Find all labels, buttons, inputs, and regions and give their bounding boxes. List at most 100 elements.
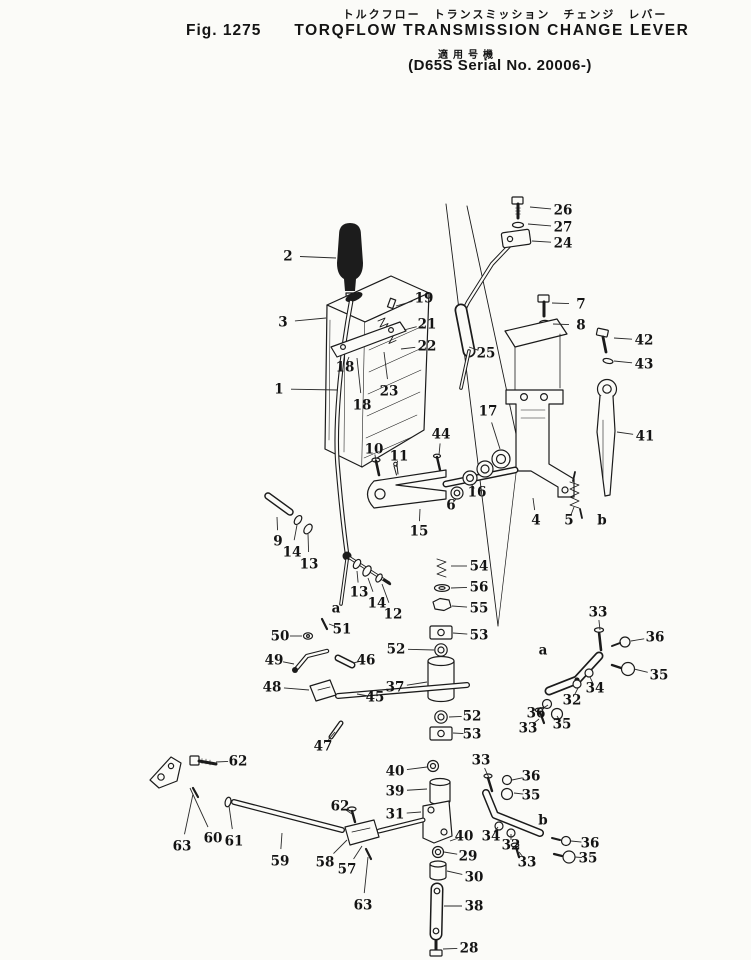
callout-35: 35 xyxy=(553,717,572,733)
callout-52: 52 xyxy=(463,709,482,725)
callout-35: 35 xyxy=(522,788,541,804)
parts-9-13-14-pin-and-washers xyxy=(264,492,313,535)
callout-25: 25 xyxy=(477,346,496,362)
callout-22: 22 xyxy=(418,339,437,355)
parts-lower-bellcrank-b xyxy=(482,773,576,864)
callout-2: 2 xyxy=(283,249,292,265)
parts-60-63-anchor-bracket xyxy=(149,755,232,808)
leader-line-63 xyxy=(184,793,194,835)
leader-line-26 xyxy=(529,206,552,210)
leader-line-34 xyxy=(493,826,499,833)
leader-line-1 xyxy=(290,388,339,391)
leader-line-36 xyxy=(541,704,549,710)
callout-32: 32 xyxy=(502,838,521,854)
leader-line-45 xyxy=(356,693,367,697)
leader-line-9 xyxy=(276,516,278,531)
leader-line-61 xyxy=(228,805,233,830)
callout-33: 33 xyxy=(518,855,537,871)
figure-number: Fig. 1275 xyxy=(186,22,262,39)
part-28-bolt xyxy=(429,939,443,957)
parts-15-10-11-yoke xyxy=(366,457,519,509)
leader-line-24 xyxy=(531,240,552,243)
callout-47: 47 xyxy=(314,739,333,755)
leader-line-36 xyxy=(570,840,582,843)
parts-7-8-mounting-bolt xyxy=(504,294,568,391)
leader-line-12 xyxy=(381,583,390,603)
leader-line-40 xyxy=(406,766,428,770)
callout-9: 9 xyxy=(273,534,282,550)
callout-63: 63 xyxy=(354,898,373,914)
callout-50: 50 xyxy=(271,629,290,645)
leader-line-36 xyxy=(630,638,645,642)
callout-34: 34 xyxy=(482,829,501,845)
parts-12-13-14-washers xyxy=(352,558,392,586)
leader-line-46 xyxy=(352,660,361,664)
leader-line-39 xyxy=(406,788,428,791)
leader-line-35 xyxy=(556,715,561,721)
callout-63: 63 xyxy=(173,839,192,855)
leader-line-63 xyxy=(363,856,369,894)
callout-45: 45 xyxy=(366,690,385,706)
callout-26: 26 xyxy=(554,203,573,219)
callout-29: 29 xyxy=(459,849,478,865)
callout-36: 36 xyxy=(527,706,546,722)
callout-1: 1 xyxy=(274,382,283,398)
parts-26-27-bolt-washer xyxy=(511,196,525,229)
callout-15: 15 xyxy=(410,524,429,540)
parts-6-16-17-44-bushings xyxy=(432,449,511,500)
figure-title-english: TORQFLOW TRANSMISSION CHANGE LEVER xyxy=(294,22,690,39)
leader-line-17 xyxy=(491,422,501,450)
callout-36: 36 xyxy=(646,630,665,646)
parts-59-57-58-rod-clevis xyxy=(231,799,380,861)
leader-line-5 xyxy=(570,506,575,515)
callout-19: 19 xyxy=(415,291,434,307)
leader-line-28 xyxy=(442,948,458,950)
callout-10: 10 xyxy=(365,442,384,458)
callout-56: 56 xyxy=(470,580,489,596)
parts-18-23-plate xyxy=(330,321,407,358)
callout-31: 31 xyxy=(386,807,405,823)
leader-line-62 xyxy=(345,809,353,815)
parts-29-30-joint xyxy=(429,845,447,881)
leader-line-56 xyxy=(450,586,468,589)
leader-line-60 xyxy=(189,787,209,828)
leader-line-19 xyxy=(395,300,413,307)
leader-line-36 xyxy=(511,777,523,781)
leader-line-23 xyxy=(383,351,388,380)
callout-33: 33 xyxy=(519,721,538,737)
leader-line-18 xyxy=(346,356,350,363)
leader-line-8 xyxy=(552,323,570,326)
callout-59: 59 xyxy=(271,854,290,870)
callout-55: 55 xyxy=(470,601,489,617)
serial-label-japanese: 適用号機 xyxy=(438,50,498,61)
callout-6: 6 xyxy=(446,498,455,514)
callout-24: 24 xyxy=(554,236,573,252)
leader-line-33 xyxy=(518,851,524,858)
leader-line-35 xyxy=(574,856,583,858)
leader-line-22 xyxy=(400,346,416,350)
leader-line-30 xyxy=(446,870,463,875)
callout-36: 36 xyxy=(522,769,541,785)
callout-30: 30 xyxy=(465,870,484,886)
leader-line-13 xyxy=(356,570,359,583)
callout-62: 62 xyxy=(229,754,248,770)
leader-line-14 xyxy=(293,524,298,541)
callout-b: b xyxy=(597,513,606,529)
leader-line-33 xyxy=(532,718,540,725)
leader-line-44 xyxy=(438,443,441,456)
callout-38: 38 xyxy=(465,899,484,915)
callout-12: 12 xyxy=(384,607,403,623)
leader-line-47 xyxy=(328,731,336,740)
callout-18: 18 xyxy=(336,360,355,376)
leader-line-34 xyxy=(589,676,594,684)
leader-line-35 xyxy=(513,792,524,795)
callout-8: 8 xyxy=(576,318,585,334)
leader-line-35 xyxy=(633,668,648,673)
leader-line-62 xyxy=(215,761,229,763)
callout-23: 23 xyxy=(380,384,399,400)
callout-33: 33 xyxy=(589,605,608,621)
leader-line-15 xyxy=(419,508,421,522)
leader-line-41 xyxy=(616,431,634,435)
callout-3: 3 xyxy=(278,315,287,331)
